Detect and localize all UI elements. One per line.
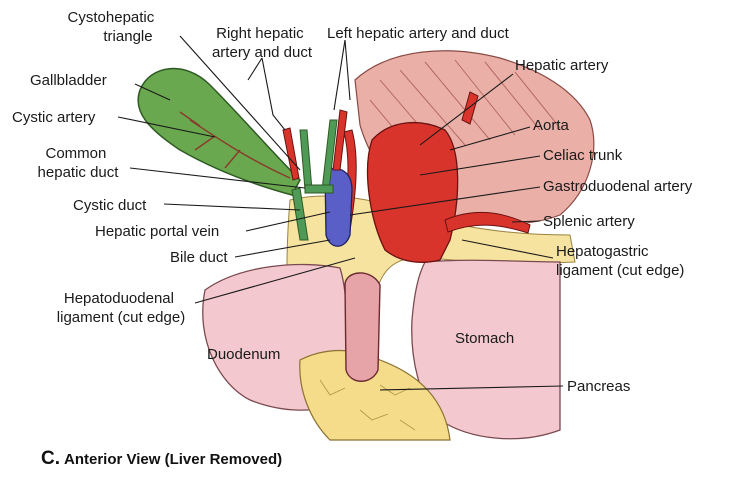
label-stomach: Stomach <box>455 330 514 347</box>
label-gallbladder: Gallbladder <box>30 72 107 89</box>
label-hepatoduodenal-ligament: Hepatoduodenal ligament (cut edge) <box>57 290 185 326</box>
label-gastroduodenal-artery: Gastroduodenal artery <box>543 178 693 195</box>
figure-caption: C. Anterior View (Liver Removed) <box>41 448 282 469</box>
caption-text: Anterior View (Liver Removed) <box>64 451 282 468</box>
label-pancreas: Pancreas <box>567 378 630 395</box>
label-splenic-artery: Splenic artery <box>543 213 635 230</box>
label-cystic-duct: Cystic duct <box>73 197 147 214</box>
label-right-hepatic: Right hepatic artery and duct <box>212 25 313 61</box>
label-left-hepatic: Left hepatic artery and duct <box>327 25 510 42</box>
label-cystohepatic-triangle: Cystohepatic triangle <box>68 9 159 45</box>
label-hepatic-artery: Hepatic artery <box>515 57 609 74</box>
illustration <box>138 51 594 440</box>
aorta-shape <box>368 123 458 263</box>
caption-letter: C. <box>41 448 60 469</box>
label-duodenum: Duodenum <box>207 346 280 363</box>
label-celiac-trunk: Celiac trunk <box>543 147 623 164</box>
label-hepatic-portal-vein: Hepatic portal vein <box>95 223 219 240</box>
esophagus <box>345 273 380 381</box>
label-aorta: Aorta <box>533 117 570 134</box>
gallbladder-shape <box>138 69 300 195</box>
label-common-hepatic-duct: Common hepatic duct <box>38 145 120 181</box>
label-cystic-artery: Cystic artery <box>12 109 96 126</box>
label-bile-duct: Bile duct <box>170 249 228 266</box>
